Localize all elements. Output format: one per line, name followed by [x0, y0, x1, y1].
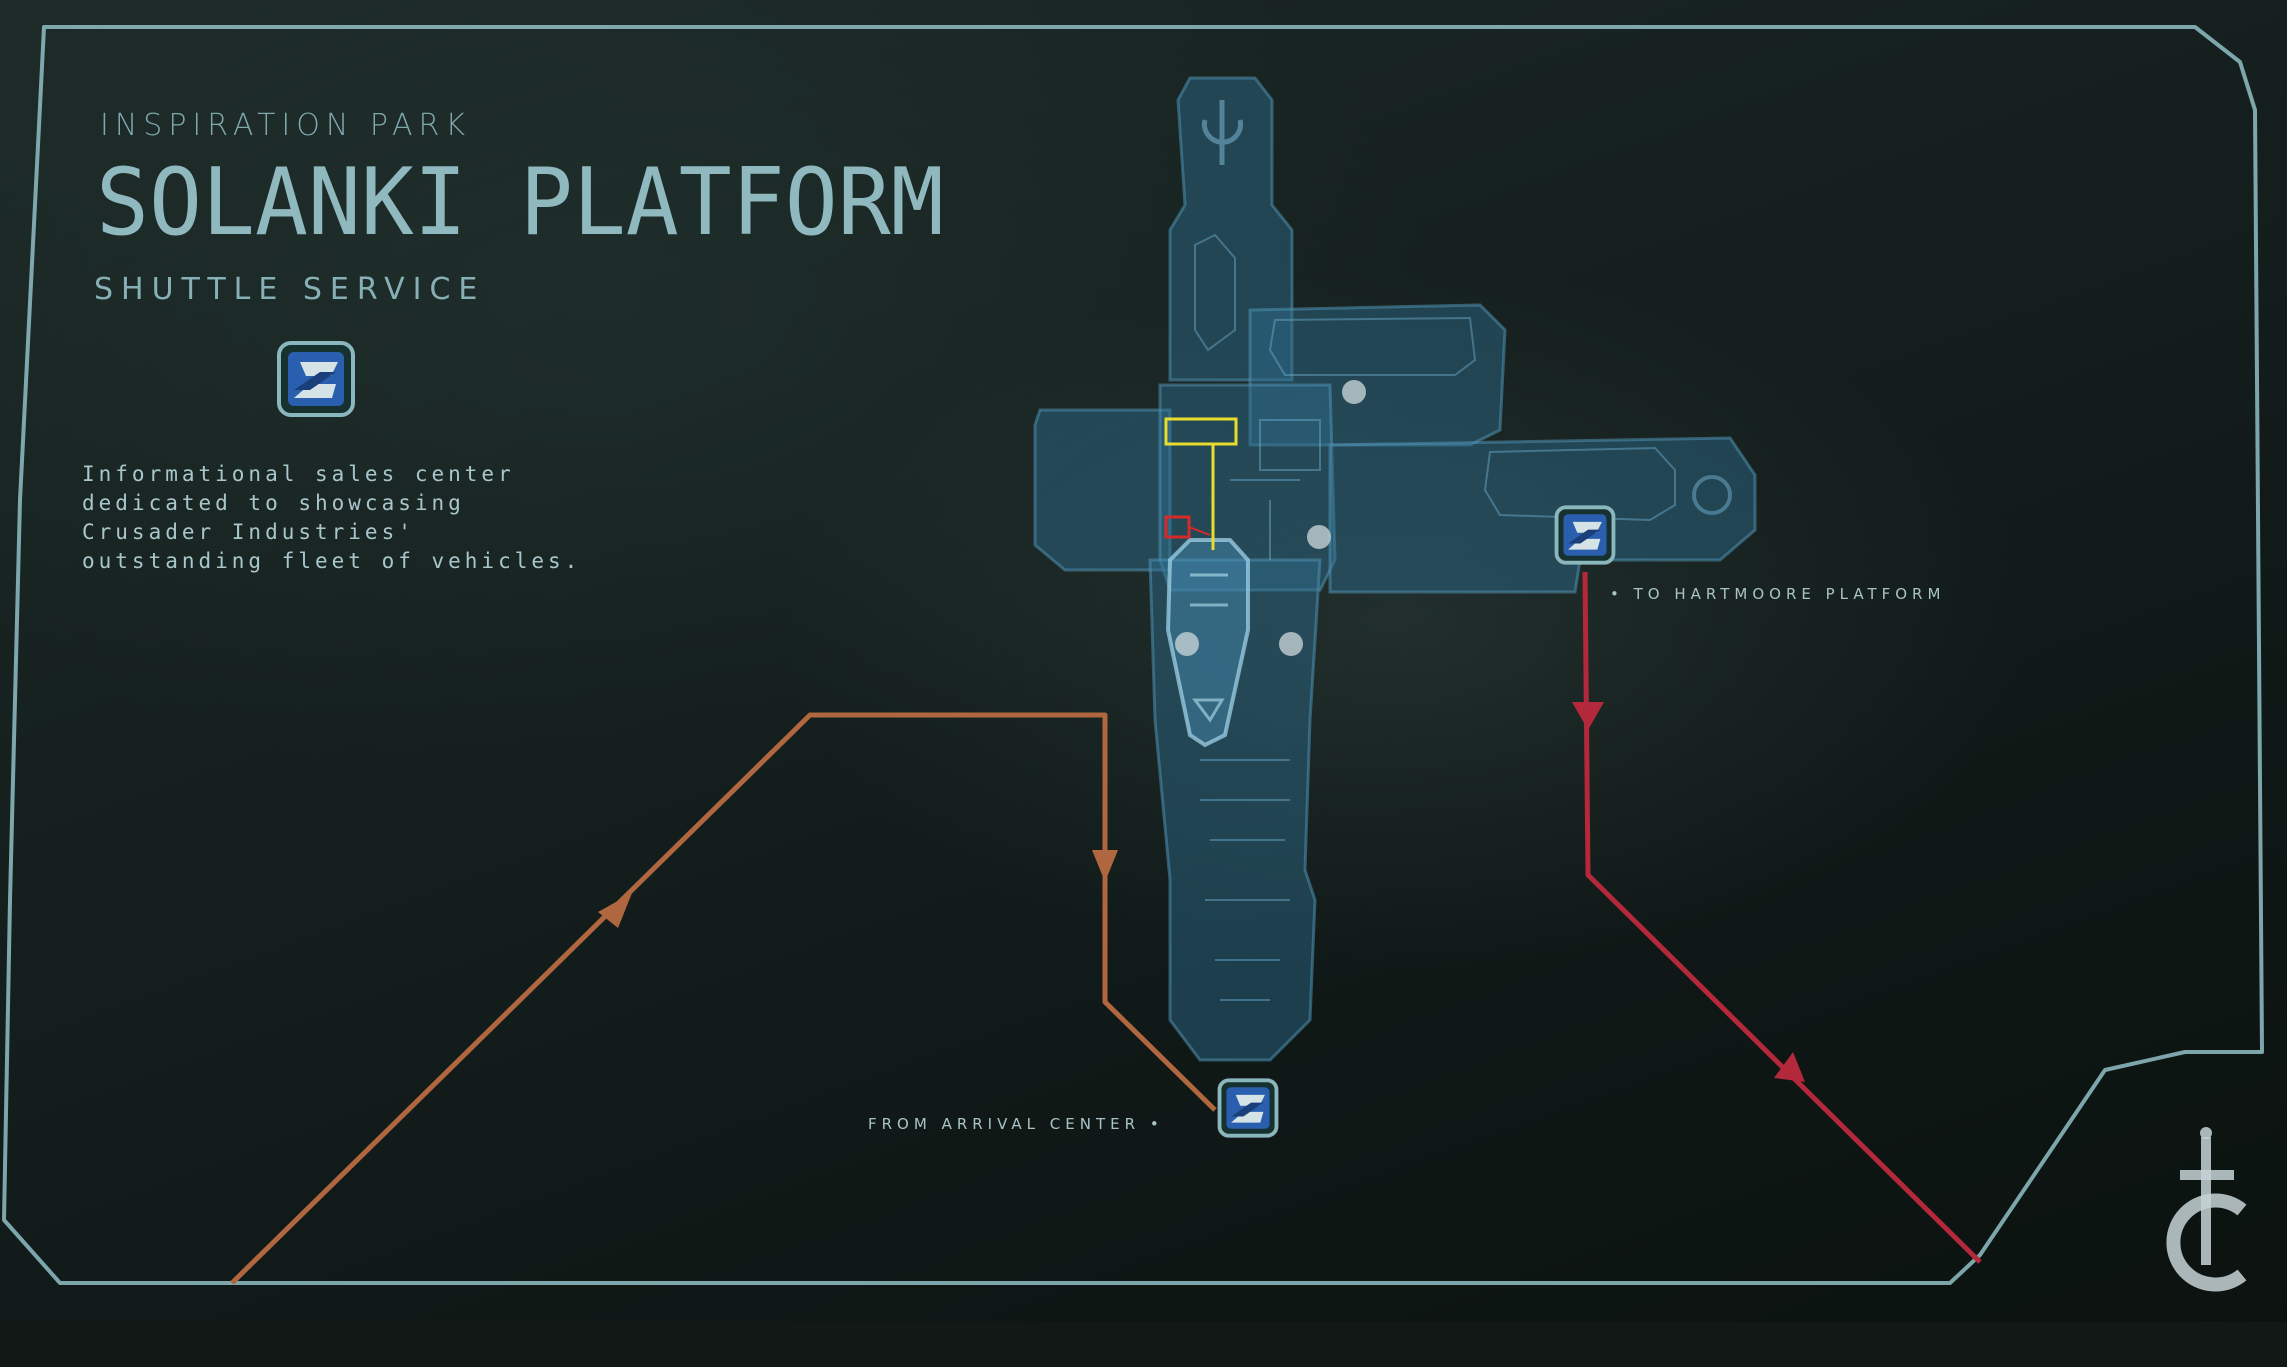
arrow-icon: [1092, 850, 1118, 882]
vehicle-pod: [1165, 538, 1250, 748]
arrow-icon: [598, 893, 632, 928]
route-label-from-arrival-center: FROM ARRIVAL CENTER •: [868, 1115, 1164, 1133]
station-detail-module-right: [1483, 446, 1676, 522]
frame-outline: [2, 25, 2264, 1285]
station-ring-right: [1692, 475, 1732, 515]
station-detail-spine-lines: [1200, 759, 1290, 1001]
route-label-from-text: FROM ARRIVAL CENTER: [868, 1115, 1141, 1133]
shuttle-stop-hartmoore-icon[interactable]: [1554, 505, 1616, 565]
shuttle-service-icon: [276, 340, 356, 418]
station-upper-wing: [1248, 303, 1507, 447]
route-label-to-hartmoore: • TO HARTMOORE PLATFORM: [1610, 585, 1945, 603]
highlight-red-leader: [1188, 526, 1211, 536]
station-detail-module-upper: [1268, 316, 1477, 376]
station-top-tower: [1168, 76, 1294, 382]
arrow-icon: [1774, 1052, 1805, 1082]
poi-marker[interactable]: [1175, 632, 1199, 656]
description-text: Informational sales center dedicated to …: [82, 462, 582, 573]
shuttle-stop-arrival-icon[interactable]: [1217, 1078, 1279, 1138]
arrow-icon: [1572, 702, 1604, 730]
poi-marker[interactable]: [1342, 380, 1366, 404]
highlight-yellow-box[interactable]: [1164, 417, 1238, 446]
shuttle-service-label: SHUTTLE SERVICE: [94, 272, 486, 307]
station-detail-pod-top: [1194, 233, 1236, 352]
crusader-industries-logo: [2166, 1127, 2247, 1292]
route-dot-icon: •: [1149, 1115, 1164, 1133]
route-dot-icon: •: [1610, 585, 1634, 603]
station-detail-hub-grid: [1230, 419, 1321, 560]
poi-marker[interactable]: [1279, 632, 1303, 656]
location-name: INSPIRATION PARK: [100, 108, 472, 143]
poi-marker[interactable]: [1307, 525, 1331, 549]
vehicle-pod-detail: [1190, 573, 1228, 723]
station-left-wing: [1033, 408, 1172, 572]
page-title: SOLANKI PLATFORM: [96, 148, 944, 257]
route-from-arrival-center: [230, 712, 1217, 1285]
route-label-to-text: TO HARTMOORE PLATFORM: [1633, 585, 1946, 603]
route-to-hartmoore-platform: [1572, 571, 1982, 1264]
station-logo-emblem: [1202, 100, 1243, 165]
station-right-wing: [1328, 436, 1757, 594]
station-lower-spine: [1148, 558, 1322, 1062]
bottom-bezel: [0, 1322, 2287, 1367]
